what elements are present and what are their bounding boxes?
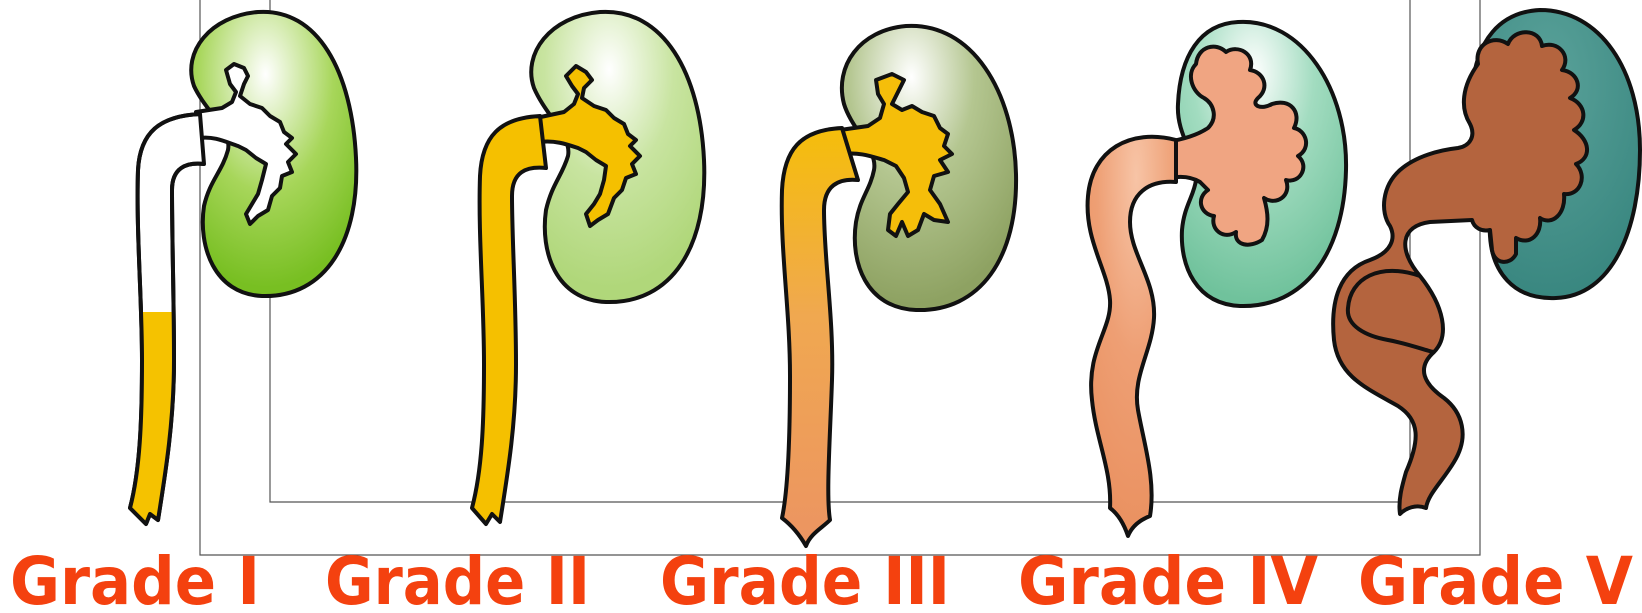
- grade-4-label: Grade IV: [1018, 543, 1318, 613]
- grade-1-kidney-diagram: [130, 12, 356, 524]
- grade-5-kidney-diagram: [1333, 10, 1640, 514]
- grade-labels: Grade I Grade II Grade III Grade IV Grad…: [10, 543, 1633, 613]
- grade-1-urine-level: [132, 312, 173, 522]
- grade-5-label: Grade V: [1358, 543, 1633, 613]
- grade-3-label: Grade III: [660, 543, 950, 613]
- grade-2-kidney-diagram: [472, 12, 704, 524]
- grade-3-ureter: [782, 128, 858, 546]
- grade-3-kidney-diagram: [782, 26, 1016, 546]
- grade-2-ureter: [472, 116, 546, 524]
- grade-2-label: Grade II: [325, 543, 590, 613]
- grade-4-kidney-diagram: [1088, 22, 1347, 536]
- grade-1-label: Grade I: [10, 543, 260, 613]
- grade-4-ureter: [1088, 137, 1176, 536]
